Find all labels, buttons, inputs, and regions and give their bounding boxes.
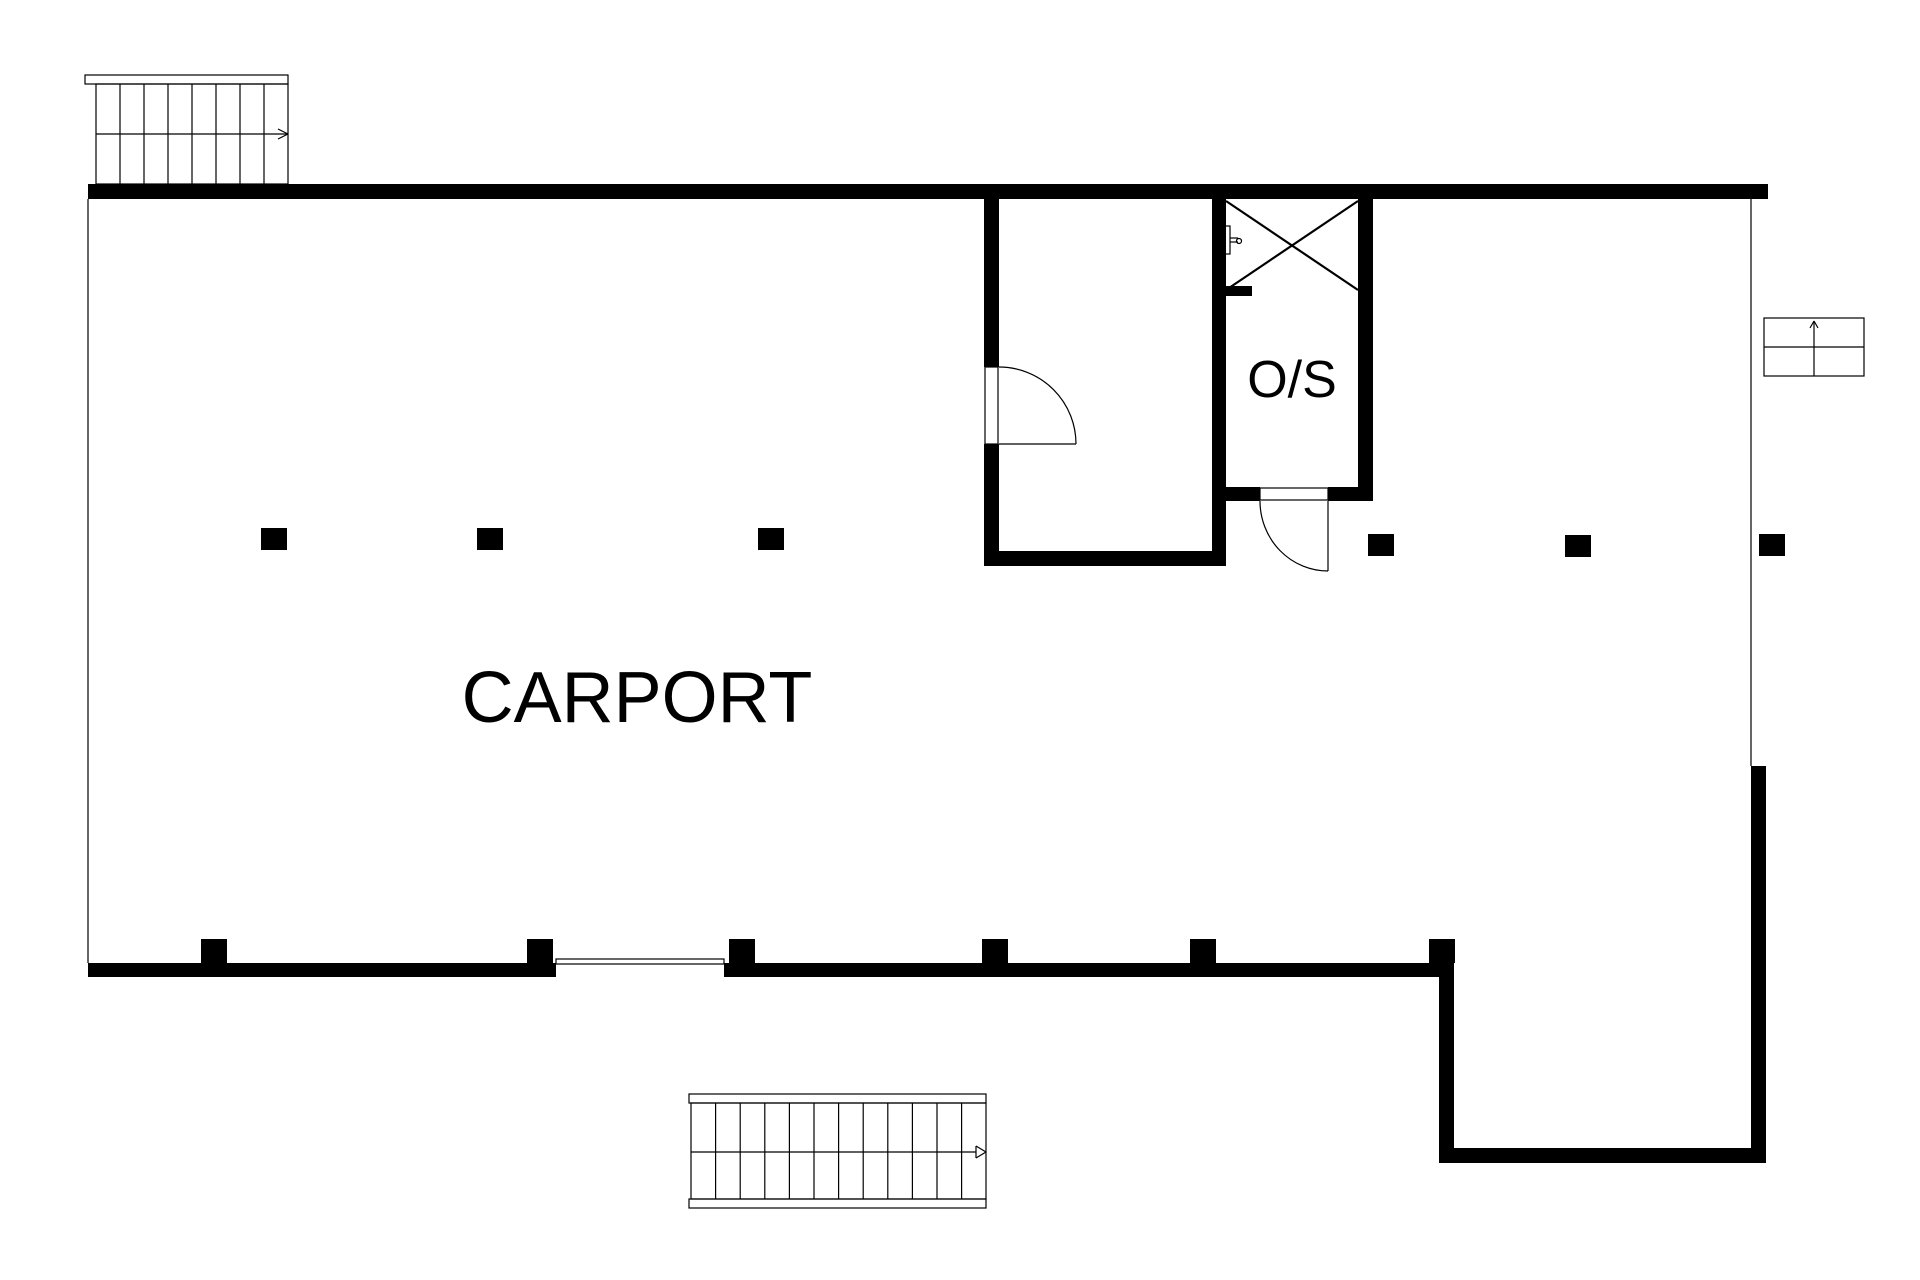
door-jamb: [1259, 487, 1329, 501]
post: [1759, 534, 1785, 556]
store-left-wall-lower: [984, 444, 999, 566]
post: [1565, 535, 1591, 557]
bottom-opening: [555, 958, 725, 965]
outside-store-label: O/S: [1247, 351, 1337, 409]
outside-store-room: [1212, 199, 1373, 501]
stair-top-left: [84, 74, 289, 185]
post: [201, 939, 227, 963]
wing-left-wall: [1439, 963, 1454, 1163]
post: [758, 528, 784, 550]
post: [1368, 534, 1394, 556]
post: [261, 528, 287, 550]
os-ledge: [1226, 286, 1252, 296]
stair-arrow: [975, 1145, 987, 1153]
open-edges: [87, 199, 1752, 965]
top-wall: [88, 184, 1768, 199]
outside-store-door[interactable]: [1259, 487, 1329, 572]
right-lower-wall: [1751, 766, 1766, 1163]
post: [982, 939, 1008, 963]
door-swing-arc: [1259, 500, 1329, 572]
os-bottom-wall-right: [1328, 487, 1373, 501]
post: [527, 939, 553, 963]
store-right-wall: [1212, 199, 1226, 566]
post: [1190, 939, 1216, 963]
store-left-wall: [984, 199, 999, 367]
door-jamb: [984, 366, 999, 445]
os-bottom-wall-left: [1212, 487, 1260, 501]
store-room-door[interactable]: [984, 366, 1077, 445]
stair-arrow: [975, 1151, 987, 1159]
hot-water-unit-cross: [1225, 200, 1359, 291]
post: [729, 939, 755, 963]
wing-bottom-wall: [1439, 1148, 1766, 1163]
stair-right: [1763, 317, 1865, 377]
exterior-walls: [88, 184, 1768, 1163]
post: [477, 528, 503, 550]
post: [1429, 939, 1455, 963]
posts: [201, 528, 1785, 963]
carport-label: CARPORT: [462, 658, 813, 738]
stair-bottom: [688, 1093, 987, 1209]
os-right-wall: [1358, 199, 1373, 501]
stair-arrow: [277, 128, 289, 135]
stair-arrow: [277, 133, 289, 140]
door-swing-arc: [998, 366, 1077, 445]
store-bottom-wall: [984, 551, 1226, 566]
bottom-wall-left: [88, 963, 556, 977]
bottom-wall-right: [724, 963, 1446, 977]
store-room: [984, 199, 1226, 566]
tap-icon: [1224, 225, 1243, 255]
